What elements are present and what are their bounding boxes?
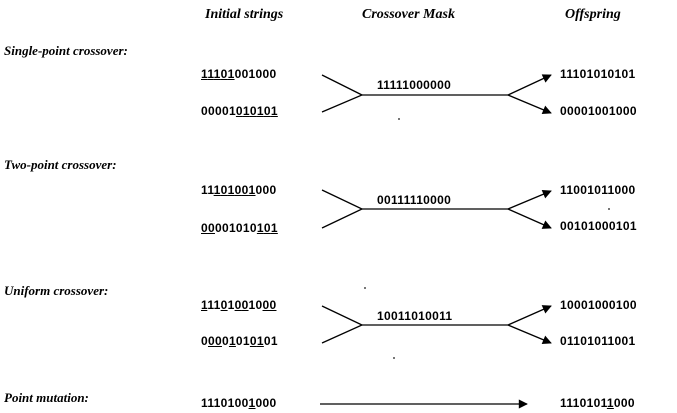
s1-child1: 11101010101 [560, 67, 636, 81]
s2-parent2: 00001010101 [201, 221, 278, 235]
s1-parent1: 11101001000 [201, 67, 277, 81]
s1-parent2: 00001010101 [201, 104, 278, 118]
scan-speck [608, 208, 610, 210]
s1-merge-lines [321, 74, 364, 113]
s4-child1: 11101011000 [560, 396, 635, 410]
section-title-single-point: Single-point crossover: [4, 43, 128, 58]
s2-child1: 11001011000 [560, 183, 636, 197]
s3-child1: 10001000100 [560, 298, 637, 312]
s1-arrow-up [507, 74, 552, 96]
s3-parent2: 00001010101 [201, 334, 278, 348]
s3-merge-lines [321, 305, 364, 344]
scan-speck [364, 287, 366, 289]
s3-parent1: 11101001000 [201, 298, 277, 312]
header-offspring: Offspring [565, 7, 621, 22]
s2-arrow-down [507, 208, 552, 229]
s1-mask: 11111000000 [377, 78, 452, 92]
s2-parent1: 11101001000 [201, 183, 277, 197]
section-title-two-point: Two-point crossover: [4, 157, 117, 172]
section-title-uniform: Uniform crossover: [4, 283, 109, 298]
s1-arrow-down [507, 94, 552, 115]
s3-arrow-down [507, 324, 552, 345]
s4-parent1: 11101001000 [201, 396, 277, 410]
s3-child2: 01101011001 [560, 334, 636, 348]
s3-mask: 10011010011 [377, 309, 453, 323]
s3-arrow-up [507, 305, 552, 326]
scan-speck [393, 357, 395, 359]
s2-arrow-up [507, 189, 552, 210]
scan-speck [398, 118, 400, 120]
header-initial-strings: Initial strings [205, 7, 284, 22]
s2-merge-lines [321, 189, 364, 229]
s1-child2: 00001001000 [560, 104, 637, 118]
header-crossover-mask: Crossover Mask [362, 7, 455, 22]
s2-child2: 00101000101 [560, 219, 637, 233]
section-title-point-mutation: Point mutation: [4, 390, 89, 405]
s2-mask: 00111110000 [377, 193, 452, 207]
